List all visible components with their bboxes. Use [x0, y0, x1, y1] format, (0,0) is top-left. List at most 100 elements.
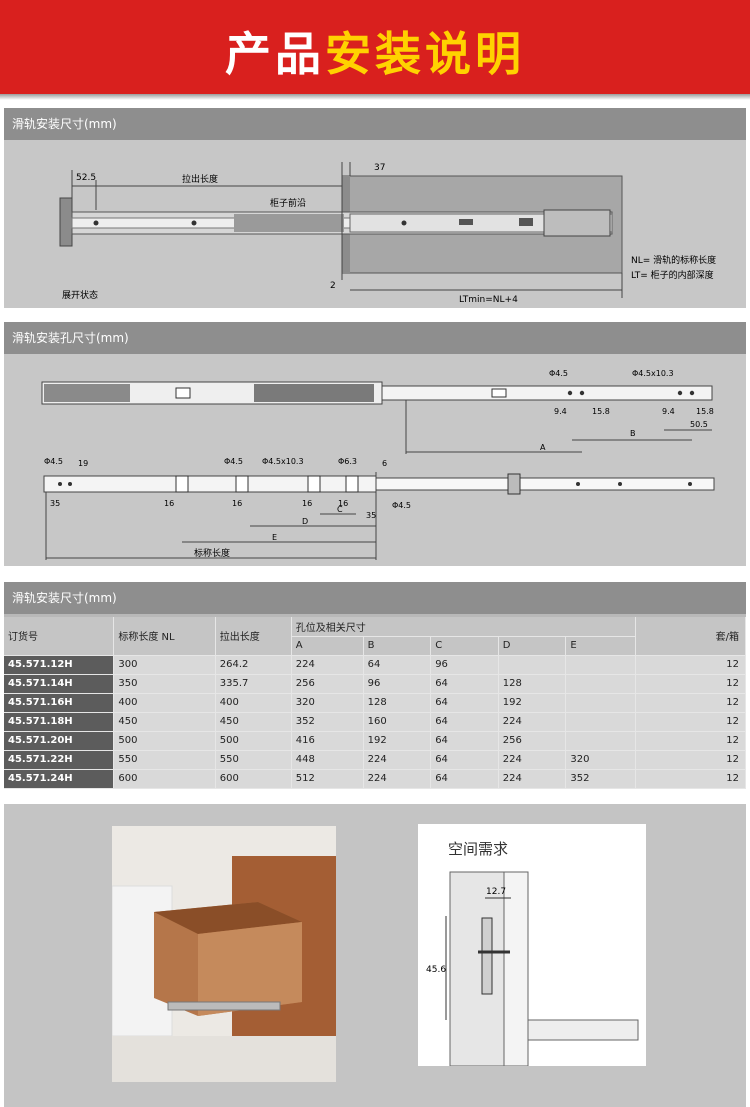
screw-hole — [579, 390, 585, 396]
dim-B: B — [630, 429, 636, 438]
cell-d: 224 — [498, 769, 567, 789]
header-order: 订货号 — [4, 617, 115, 656]
cell-b: 128 — [363, 693, 432, 713]
drawer-inside — [154, 902, 302, 934]
cell-c: 64 — [430, 750, 499, 770]
dim-94: 9.4 — [554, 407, 567, 416]
space-requirement-card: 空间需求 12.7 45.6 — [418, 824, 646, 1066]
cell-d — [498, 655, 567, 675]
phi45-label: Φ4.5 — [392, 501, 411, 510]
cell-code: 45.571.20H — [4, 731, 115, 751]
dim-37: 37 — [374, 163, 385, 173]
dim-158: 15.8 — [592, 407, 610, 416]
dim-2: 2 — [330, 281, 336, 291]
cell-pull: 500 — [215, 731, 292, 751]
cell-a: 320 — [291, 693, 364, 713]
rail-end-block — [44, 384, 130, 402]
cell-pull: 400 — [215, 693, 292, 713]
slot-hole — [345, 475, 359, 493]
cell-pull: 450 — [215, 712, 292, 732]
screw-hole — [689, 390, 695, 396]
screw-hole — [58, 482, 62, 486]
cell-nl: 400 — [113, 693, 216, 713]
cell-b: 96 — [363, 674, 432, 694]
cell-e — [565, 655, 637, 675]
header-pull: 拉出长度 — [215, 617, 292, 656]
rail-lower-left — [43, 475, 377, 493]
dim-A: A — [540, 443, 546, 452]
install-dimension-diagram: 52.5 拉出长度 37 柜子前沿 NL= 滑轨的标称长度 LT= 柜子的内部深… — [4, 140, 746, 308]
dim-height: 45.6 — [426, 965, 446, 975]
slot-hole — [519, 218, 533, 226]
cell-d: 256 — [498, 731, 567, 751]
ltmin-label: LTmin=NL+4 — [459, 295, 518, 305]
hole-dimension-diagram: Φ4.5 Φ4.5x10.3 9.4 15.8 9.4 15.8 50.5 B … — [4, 354, 746, 566]
dim-C: C — [337, 505, 343, 514]
cell-qty: 12 — [635, 655, 746, 675]
dim-158: 15.8 — [696, 407, 714, 416]
cell-c: 96 — [430, 655, 499, 675]
application-section: 空间需求 12.7 45.6 — [4, 804, 746, 1107]
cell-c: 64 — [430, 731, 499, 751]
cell-b: 224 — [363, 769, 432, 789]
banner-shadow — [0, 94, 750, 100]
phi45-label: Φ4.5 — [224, 457, 243, 466]
phi-slot-label: Φ4.5x10.3 — [632, 369, 674, 378]
screw-hole — [677, 390, 683, 396]
slot-hole — [175, 387, 191, 399]
dim-35: 35 — [50, 499, 60, 508]
cell-d: 224 — [498, 712, 567, 732]
rail-bracket — [507, 473, 521, 495]
table-row: 45.571.14H 350 335.7 256 96 64 128 12 — [4, 674, 746, 694]
state-label: 展开状态 — [62, 289, 98, 301]
cell-qty: 12 — [635, 674, 746, 694]
header-e: E — [565, 636, 637, 656]
slide-middle-rail — [234, 214, 344, 232]
slot-hole — [175, 475, 189, 493]
slot-hole — [459, 219, 473, 225]
cell-b: 192 — [363, 731, 432, 751]
drawer-front — [59, 197, 73, 247]
drawer-photo — [112, 826, 336, 1082]
cell-b: 64 — [363, 655, 432, 675]
install-dimension-panel: 滑轨安装尺寸(mm) 52.5 — [4, 108, 746, 308]
cell-code: 45.571.12H — [4, 655, 115, 675]
cell-qty: 12 — [635, 769, 746, 789]
table-row: 45.571.20H 500 500 416 192 64 256 12 — [4, 731, 746, 751]
cabinet-door — [112, 885, 173, 1037]
cell-d: 128 — [498, 674, 567, 694]
cell-pull: 264.2 — [215, 655, 292, 675]
section-title: 滑轨安装孔尺寸(mm) — [4, 322, 746, 354]
cell-e — [565, 731, 637, 751]
slot-hole — [307, 475, 321, 493]
cell-a: 224 — [291, 655, 364, 675]
legend-lt: LT= 柜子的内部深度 — [631, 269, 714, 281]
screw-hole — [567, 390, 573, 396]
spec-table: 订货号 标称长度 NL 拉出长度 孔位及相关尺寸 套/箱 A B C D E 4… — [4, 617, 746, 789]
phi45-label: Φ4.5 — [549, 369, 568, 378]
cell-c: 64 — [430, 674, 499, 694]
cell-code: 45.571.22H — [4, 750, 115, 770]
table-header-row: 订货号 标称长度 NL 拉出长度 孔位及相关尺寸 套/箱 — [4, 617, 746, 656]
slide-end-bracket — [543, 209, 611, 237]
cell-a: 448 — [291, 750, 364, 770]
cell-d: 192 — [498, 693, 567, 713]
title-banner — [0, 0, 750, 94]
dim-E: E — [272, 533, 277, 542]
header-b: B — [363, 636, 432, 656]
dim-19: 19 — [78, 459, 88, 468]
header-c: C — [430, 636, 499, 656]
header-nominal: 标称长度 NL — [113, 617, 216, 656]
legend-nl: NL= 滑轨的标称长度 — [631, 254, 716, 266]
cell-pull: 600 — [215, 769, 292, 789]
cell-nl: 600 — [113, 769, 216, 789]
page-title-yellow: 安装说明 — [325, 27, 525, 81]
cell-qty: 12 — [635, 731, 746, 751]
cell-nl: 450 — [113, 712, 216, 732]
dim-16: 16 — [302, 499, 312, 508]
cell-b: 160 — [363, 712, 432, 732]
dim-52: 52.5 — [76, 173, 96, 183]
cell-qty: 12 — [635, 750, 746, 770]
cell-pull: 550 — [215, 750, 292, 770]
screw-hole — [576, 482, 580, 486]
